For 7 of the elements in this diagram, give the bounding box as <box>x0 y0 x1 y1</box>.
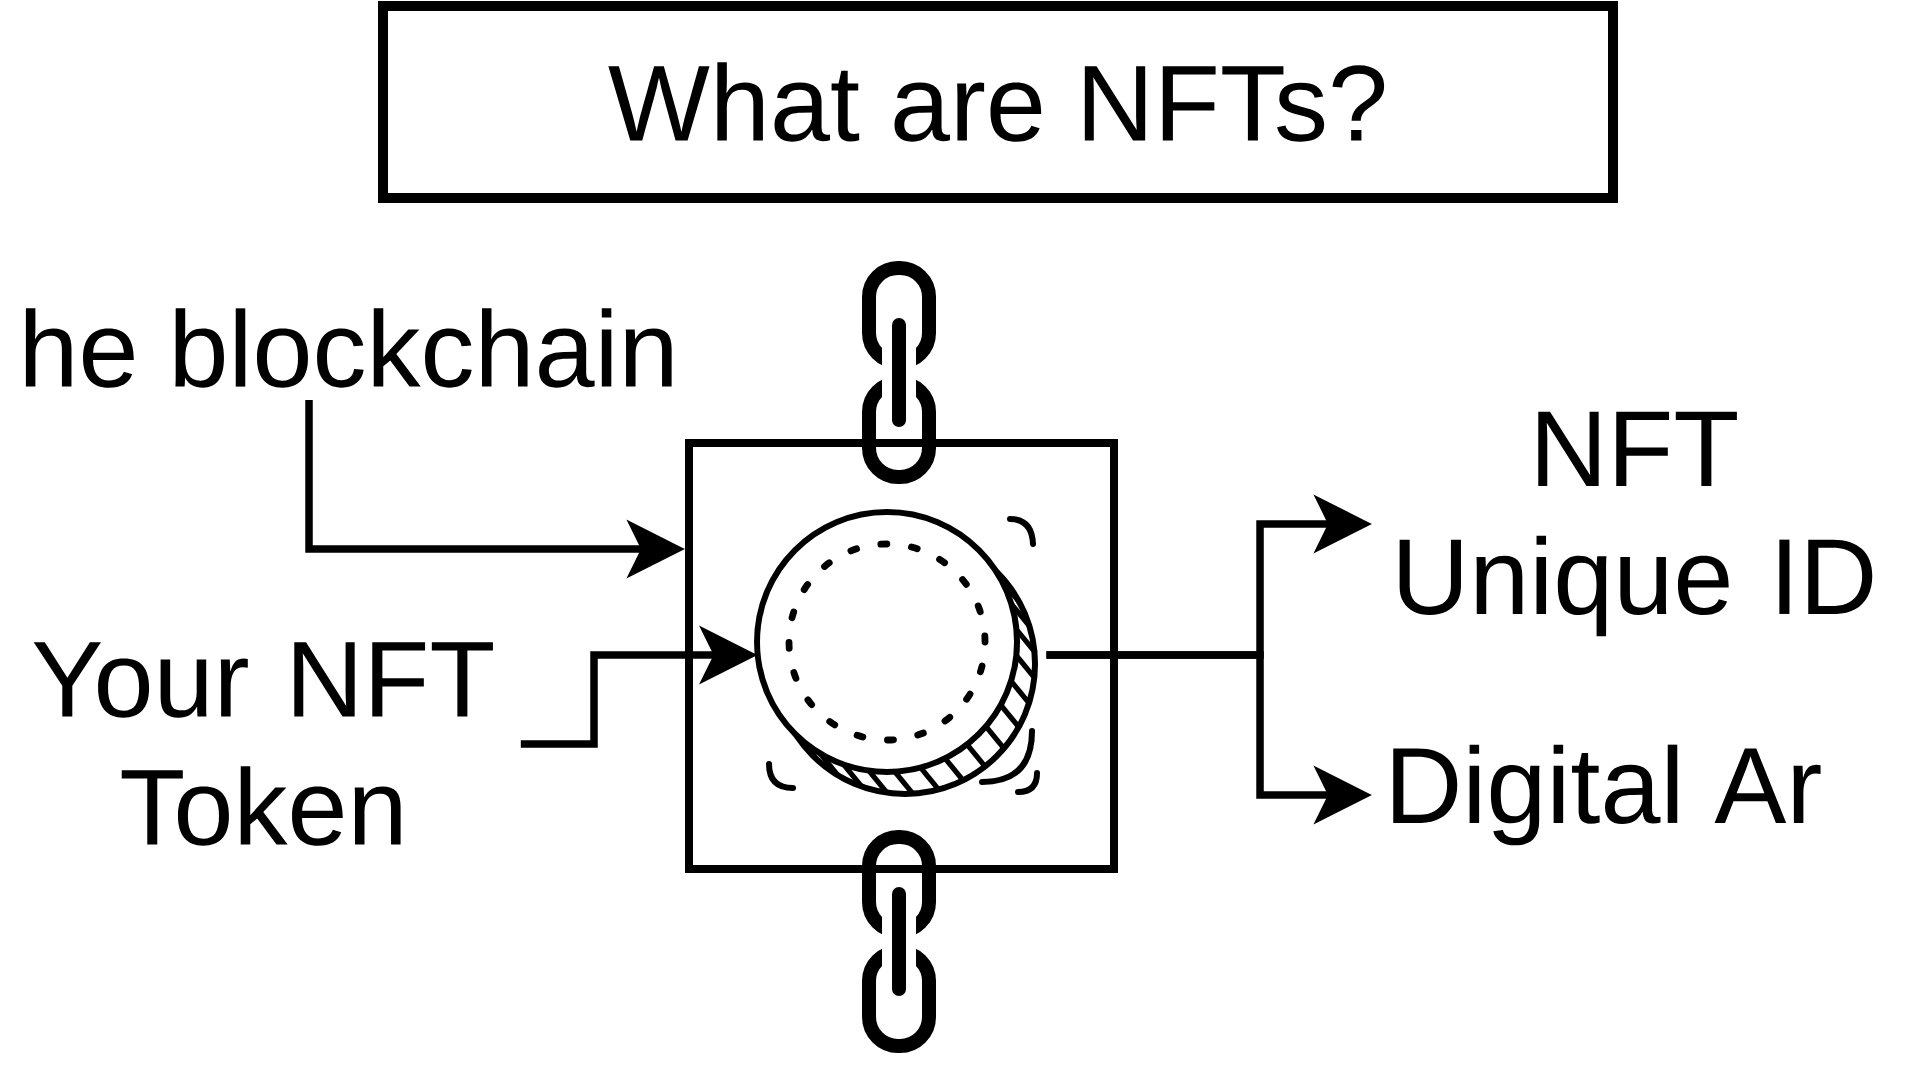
square-frame <box>685 439 1118 873</box>
coin-picture <box>754 509 1040 797</box>
title-box: What are NFTs? <box>378 1 1618 203</box>
text-label: Digital Ar <box>1393 744 1821 846</box>
text-label: Your NFT Token <box>33 642 493 846</box>
text-label: NFT Unique ID <box>1399 411 1873 637</box>
text-label: he blockchain <box>25 308 672 388</box>
